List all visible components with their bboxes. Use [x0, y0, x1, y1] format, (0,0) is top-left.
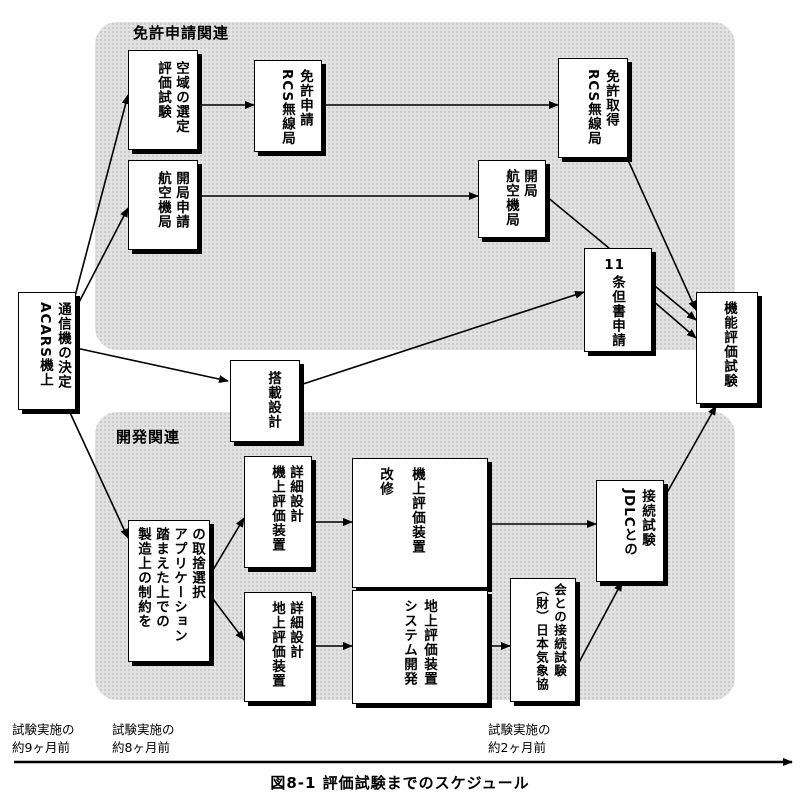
rcs-apply-line-2: 免許申請 [297, 69, 313, 127]
jma-test-line-2: 会との接続試験 [552, 583, 567, 678]
aviation-open-line-1: 航空機局 [503, 169, 519, 227]
airspace-line-1: 評価試験 [155, 61, 171, 119]
timeline-label-2-months-line-2: 約2ヶ月前 [488, 740, 546, 755]
jma-test-line-1: （財）日本気象協 [534, 583, 549, 691]
rcs-get-line-2: 免許取得 [603, 69, 619, 127]
arrow-apps-to-ground-detail [209, 594, 245, 641]
jdlc-test-line-1: JDLCとの [621, 489, 637, 557]
airspace-line-2: 空域の選定 [173, 61, 189, 134]
air-modification-box: 機上評価装置 改修 [352, 458, 488, 588]
onboard-design-box: 搭載設計 [230, 360, 300, 442]
license-region-label: 免許申請関連 [133, 24, 230, 42]
arrow-apps-to-air-detail [209, 517, 245, 576]
arrow-art11-to-function-test [651, 299, 697, 339]
acars-line-1: ACARS機上 [37, 302, 53, 387]
license-region [95, 22, 735, 350]
ground-system-development-box: 地上評価装置 システム開発 [352, 590, 488, 704]
aviation-apply-line-1: 航空機局 [155, 171, 171, 229]
arrow-acars-to-apps [65, 403, 129, 539]
ground-dev-line-2: システム開発 [401, 599, 417, 686]
airspace-selection-box: 評価試験 空域の選定 [128, 50, 198, 150]
rcs-get-line-1: RCS無線局 [585, 69, 601, 146]
article11-line-2: 条但書申請 [609, 275, 625, 348]
arrow-acars-to-airspace [73, 94, 130, 301]
acars-line-2: 通信機の決定 [55, 302, 71, 389]
jdlc-test-line-2: 接続試験 [639, 489, 655, 547]
air-detail-line-2: 詳細設計 [287, 465, 303, 523]
function-test-line-1: 機能評価試験 [721, 301, 737, 388]
timeline-label-2-months-line-1: 試験実施の [488, 722, 551, 737]
jma-connection-test-box: （財）日本気象協 会との接続試験 [510, 578, 576, 702]
arrow-acars-to-aviation-apply [75, 207, 129, 309]
apps-line-2: 踏まえた上での [153, 527, 169, 629]
onboard-design-line-1: 搭載設計 [265, 371, 281, 429]
air-detail-design-box: 機上評価装置 詳細設計 [244, 456, 312, 568]
article11-line-1: 11 [604, 257, 625, 273]
rcs-license-apply-box: RCS無線局 免許申請 [254, 60, 322, 152]
arrow-jma-to-jdlc [575, 581, 623, 669]
rcs-license-obtain-box: RCS無線局 免許取得 [558, 58, 628, 158]
jdlc-connection-test-box: JDLCとの 接続試験 [596, 480, 664, 582]
timeline-label-8-months-line-2: 約8ヶ月前 [112, 740, 170, 755]
arrow-onboard-design-to-art11 [299, 290, 585, 386]
rcs-apply-line-1: RCS無線局 [279, 69, 295, 146]
aviation-station-apply-box: 航空機局 開局申請 [128, 160, 198, 250]
timeline-label-9-months-line-1: 試験実施の [12, 722, 75, 737]
arrow-acars-to-onboard-design [75, 347, 229, 383]
apps-line-1: 製造上の制約を [135, 527, 151, 629]
apps-line-4: の取捨選択 [189, 527, 205, 600]
development-region-label: 開発関連 [116, 428, 181, 446]
air-detail-line-1: 機上評価装置 [269, 465, 285, 552]
ground-detail-line-2: 詳細設計 [287, 601, 303, 659]
timeline-label-8-months-line-1: 試験実施の [112, 722, 175, 737]
acars-decision-box: ACARS機上 通信機の決定 [18, 292, 76, 410]
aviation-apply-line-2: 開局申請 [173, 171, 189, 229]
article11-apply-box: 11 条但書申請 [584, 248, 652, 352]
air-mod-line-1: 機上評価装置 [409, 467, 425, 554]
ground-dev-line-1: 地上評価装置 [421, 599, 437, 686]
arrow-jdlc-to-function-test [663, 405, 717, 499]
function-evaluation-test-box: 機能評価試験 [696, 292, 758, 404]
timeline-label-9-months-line-2: 約9ヶ月前 [12, 740, 70, 755]
arrow-rcs-get-to-function-test [627, 159, 697, 311]
application-selection-box: 製造上の制約を 踏まえた上での アプリケーション の取捨選択 [128, 520, 210, 662]
apps-line-3: アプリケーション [171, 527, 187, 643]
air-mod-line-2: 改修 [377, 467, 393, 496]
aviation-station-open-box: 航空機局 開局 [478, 160, 546, 238]
aviation-open-line-2: 開局 [521, 169, 537, 198]
ground-detail-design-box: 地上評価装置 詳細設計 [244, 592, 312, 702]
ground-detail-line-1: 地上評価装置 [269, 601, 285, 688]
figure-caption: 図8-1 評価試験までのスケジュール [270, 774, 530, 792]
